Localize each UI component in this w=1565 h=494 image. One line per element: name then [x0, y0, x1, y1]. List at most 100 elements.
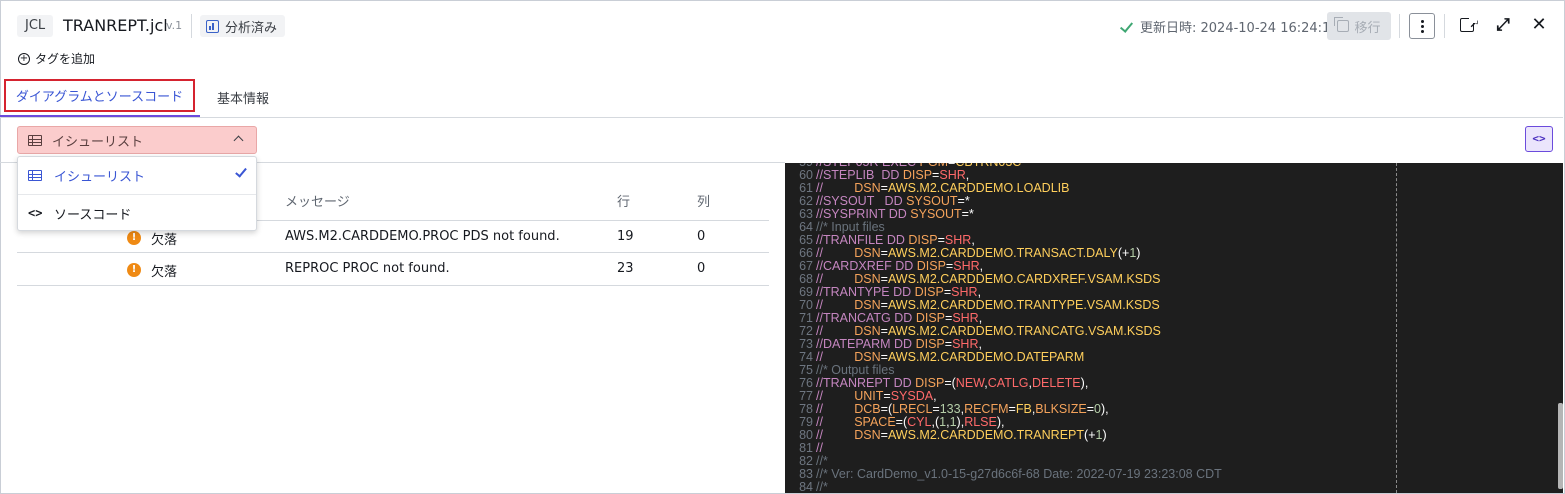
- toolbar-divider: [0, 162, 785, 163]
- line-source: //*: [816, 454, 828, 468]
- severity-cell: 欠落: [151, 233, 178, 248]
- table-divider: [17, 285, 769, 286]
- view-select[interactable]: イシューリスト: [17, 126, 257, 154]
- line-cell: 23: [617, 261, 634, 276]
- line-source: //* Output files: [816, 363, 895, 377]
- code-line: 61// DSN=AWS.M2.CARDDEMO.LOADLIB: [785, 182, 1563, 195]
- code-line: 75//* Output files: [785, 364, 1563, 377]
- line-number: 67: [799, 259, 813, 273]
- line-source: // DSN=AWS.M2.CARDDEMO.LOADLIB: [816, 181, 1070, 195]
- line-number: 70: [799, 298, 813, 312]
- scrollbar-thumb[interactable]: [1558, 403, 1563, 489]
- arrow: ↗: [1469, 17, 1480, 31]
- add-tag-label: タグを追加: [35, 52, 96, 66]
- code-line: 66// DSN=AWS.M2.CARDDEMO.TRANSACT.DALY(+…: [785, 247, 1563, 260]
- active-tab-indicator: [0, 115, 200, 117]
- add-tag-button[interactable]: + タグを追加: [18, 50, 95, 67]
- code-line: 59//STEP05R EXEC PGM=CBTRN03C: [785, 163, 1563, 169]
- line-source: // DSN=AWS.M2.CARDDEMO.TRANTYPE.VSAM.KSD…: [816, 298, 1160, 312]
- code-line: 69//TRANTYPE DD DISP=SHR,: [785, 286, 1563, 299]
- line-source: // SPACE=(CYL,(1,1),RLSE),: [816, 415, 1005, 429]
- line-source: // UNIT=SYSDA,: [816, 389, 937, 403]
- line-number: 72: [799, 324, 813, 338]
- code-line: 65//TRANFILE DD DISP=SHR,: [785, 234, 1563, 247]
- menu-item-source-code[interactable]: <> ソースコード: [18, 195, 256, 231]
- line-number: 61: [799, 181, 813, 195]
- line-source: //: [816, 441, 823, 455]
- line-source: // DSN=AWS.M2.CARDDEMO.CARDXREF.VSAM.KSD…: [816, 272, 1161, 286]
- line-source: //TRANFILE DD DISP=SHR,: [816, 233, 975, 247]
- expand-icon[interactable]: ⤢: [1496, 15, 1510, 35]
- analysis-status-badge: 分析済み: [200, 15, 286, 37]
- line-number: 65: [799, 233, 813, 247]
- code-line: 82//*: [785, 455, 1563, 468]
- line-source: //TRANREPT DD DISP=(NEW,CATLG,DELETE),: [816, 376, 1089, 390]
- column-header-column[interactable]: 列: [697, 195, 711, 210]
- line-source: // DSN=AWS.M2.CARDDEMO.TRANCATG.VSAM.KSD…: [816, 324, 1161, 338]
- line-number: 71: [799, 311, 813, 325]
- code-line: 71//TRANCATG DD DISP=SHR,: [785, 312, 1563, 325]
- code-line: 60//STEPLIB DD DISP=SHR,: [785, 169, 1563, 182]
- code-line: 77// UNIT=SYSDA,: [785, 390, 1563, 403]
- line-number: 66: [799, 246, 813, 260]
- header-divider: [1399, 14, 1400, 38]
- line-number: 59: [785, 163, 816, 169]
- check-icon: [1120, 20, 1134, 34]
- code-line: 68// DSN=AWS.M2.CARDDEMO.CARDXREF.VSAM.K…: [785, 273, 1563, 286]
- check-icon: [235, 165, 247, 178]
- updated-timestamp: 更新日時: 2024-10-24 16:24:15: [1120, 17, 1339, 36]
- tab-diagram-source[interactable]: ダイアグラムとソースコード: [4, 79, 195, 112]
- code-line: 70// DSN=AWS.M2.CARDDEMO.TRANTYPE.VSAM.K…: [785, 299, 1563, 312]
- line-source: //SYSPRINT DD SYSOUT=*: [816, 207, 974, 221]
- view-select-menu: イシューリスト <> ソースコード: [17, 156, 257, 231]
- warning-icon: !: [127, 231, 141, 245]
- file-type-badge: JCL: [17, 15, 54, 37]
- code-line: 64//* Input files: [785, 221, 1563, 234]
- code-line: 78// DCB=(LRECL=133,RECFM=FB,BLKSIZE=0),: [785, 403, 1563, 416]
- menu-divider: [18, 194, 256, 195]
- column-guide: [1396, 163, 1397, 493]
- more-options-button[interactable]: [1409, 13, 1435, 39]
- close-icon[interactable]: ✕: [1531, 14, 1547, 35]
- external-box: ↗: [1460, 15, 1479, 32]
- line-number: 77: [799, 389, 813, 403]
- line-source: //*: [816, 480, 828, 494]
- column-header-message[interactable]: メッセージ: [285, 195, 350, 210]
- header: JCL TRANREPT.jcl v.1 分析済み 更新日時: 2024-10-…: [0, 0, 1563, 52]
- code-toggle-button[interactable]: <>: [1525, 126, 1553, 152]
- line-number: 69: [799, 285, 813, 299]
- version-label: v.1: [166, 19, 183, 32]
- message-cell: REPROC PROC not found.: [285, 261, 450, 276]
- view-select-value: イシューリスト: [52, 134, 144, 150]
- open-external-icon[interactable]: ↗: [1458, 15, 1479, 34]
- code-line: 76//TRANREPT DD DISP=(NEW,CATLG,DELETE),: [785, 377, 1563, 390]
- tab-label: ダイアグラムとソースコード: [15, 90, 184, 105]
- line-source: // DSN=AWS.M2.CARDDEMO.DATEPARM: [816, 350, 1085, 364]
- line-source: //SYSOUT DD SYSOUT=*: [816, 194, 970, 208]
- severity-cell: 欠落: [151, 265, 178, 280]
- header-divider: [1444, 14, 1445, 38]
- source-code-pane[interactable]: 59//STEP05R EXEC PGM=CBTRN03C60//STEPLIB…: [785, 163, 1563, 493]
- more-dot: [1420, 24, 1424, 28]
- tab-basic-info[interactable]: 基本情報: [217, 92, 270, 107]
- chart-icon: [206, 19, 219, 33]
- code-icon: <>: [28, 206, 43, 220]
- more-dot: [1420, 29, 1424, 33]
- line-number: 84: [799, 480, 813, 494]
- line-number: 83: [799, 467, 813, 481]
- code-line: 81//: [785, 442, 1563, 455]
- updated-label: 更新日時: 2024-10-24 16:24:15: [1140, 21, 1339, 36]
- menu-item-issue-list[interactable]: イシューリスト: [18, 157, 256, 193]
- line-source: // DCB=(LRECL=133,RECFM=FB,BLKSIZE=0),: [816, 402, 1109, 416]
- code-line: 80// DSN=AWS.M2.CARDDEMO.TRANREPT(+1): [785, 429, 1563, 442]
- line-number: 63: [799, 207, 813, 221]
- column-header-line[interactable]: 行: [617, 195, 631, 210]
- line-source: //* Input files: [816, 220, 885, 234]
- line-cell: 19: [617, 229, 634, 244]
- file-title: TRANREPT.jcl: [63, 16, 168, 35]
- plus-circle-icon: +: [18, 52, 30, 65]
- line-number: 62: [799, 194, 813, 208]
- line-number: 64: [799, 220, 813, 234]
- migrate-button[interactable]: 移行: [1327, 12, 1391, 40]
- line-source: //DATEPARM DD DISP=SHR,: [816, 337, 982, 351]
